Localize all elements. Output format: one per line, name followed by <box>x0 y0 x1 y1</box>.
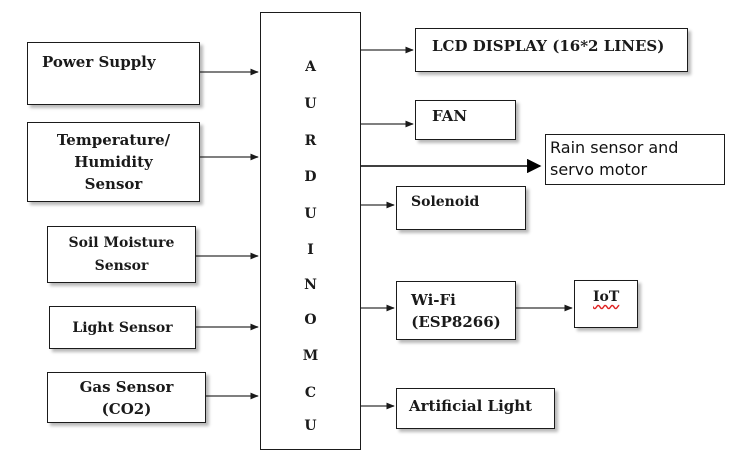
temp-humidity-label-line3: Sensor <box>84 175 143 193</box>
soil-moisture-label-line2: Sensor <box>94 257 149 274</box>
iot-block: IoT <box>574 280 638 328</box>
controller-letter: U <box>304 206 317 222</box>
wifi-label-line2: (ESP8266) <box>411 312 501 331</box>
wifi-label-line1: Wi-Fi <box>411 290 456 309</box>
light-sensor-block: Light Sensor <box>49 306 196 349</box>
soil-moisture-sensor-block: Soil Moisture Sensor <box>47 226 196 283</box>
controller-letter: N <box>304 277 317 293</box>
rain-sensor-label-line1: Rain sensor and <box>550 138 679 157</box>
gas-sensor-block: Gas Sensor (CO2) <box>47 372 206 423</box>
controller-letter: D <box>304 169 317 185</box>
temp-humidity-label-line1: Temperature/ <box>56 131 171 149</box>
power-supply-block: Power Supply <box>27 42 200 105</box>
lcd-display-label: LCD DISPLAY (16*2 LINES) <box>432 37 665 55</box>
temperature-humidity-sensor-block: Temperature/ Humidity Sensor <box>27 122 200 202</box>
light-sensor-label: Light Sensor <box>72 319 173 336</box>
controller-letter: I <box>307 242 314 258</box>
fan-block: FAN <box>415 100 516 140</box>
artificial-light-label: Artificial Light <box>409 397 533 415</box>
controller-letter: O <box>304 312 317 328</box>
gas-sensor-label-line2: (CO2) <box>101 399 152 418</box>
wifi-module-block: Wi-Fi (ESP8266) <box>396 281 516 340</box>
solenoid-block: Solenoid <box>396 186 526 230</box>
controller-letter: A <box>305 59 316 75</box>
artificial-light-block: Artificial Light <box>396 388 555 429</box>
iot-label: IoT <box>593 289 620 305</box>
power-supply-label: Power Supply <box>42 53 156 71</box>
fan-label: FAN <box>432 107 468 125</box>
controller-letter: C <box>304 385 317 401</box>
controller-letter: U <box>304 418 317 434</box>
gas-sensor-label-line1: Gas Sensor <box>79 377 174 396</box>
rain-sensor-label-line2: servo motor <box>550 160 648 179</box>
rain-sensor-servo-block: Rain sensor and servo motor <box>545 134 725 185</box>
controller-letter: U <box>304 96 317 112</box>
solenoid-label: Solenoid <box>411 194 480 210</box>
arduino-nodemcu-block: A U R D U I N O M C U <box>260 12 361 450</box>
soil-moisture-label-line1: Soil Moisture <box>68 234 175 251</box>
controller-letter: M <box>302 348 319 364</box>
temp-humidity-label-line2: Humidity <box>74 153 153 171</box>
controller-letter: R <box>304 133 317 149</box>
lcd-display-block: LCD DISPLAY (16*2 LINES) <box>415 28 688 72</box>
